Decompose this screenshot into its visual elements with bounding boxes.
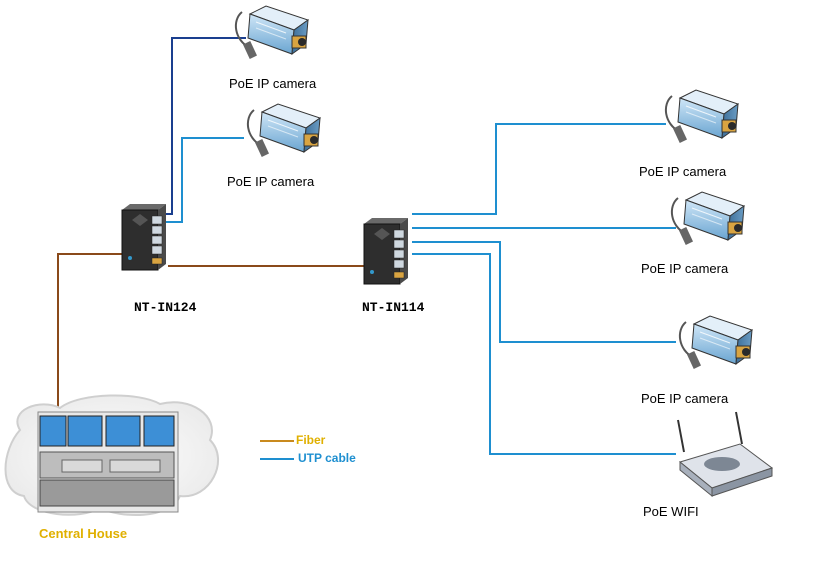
camera-label-4: PoE IP camera <box>641 261 729 276</box>
central-house-icon <box>4 394 220 517</box>
wifi-label: PoE WIFI <box>643 504 699 519</box>
camera-icon-1 <box>234 5 309 60</box>
camera-label-5: PoE IP camera <box>641 391 729 406</box>
camera-icon-3 <box>664 89 739 144</box>
utp-nt-in124-camera-2 <box>166 137 244 223</box>
camera-label-2: PoE IP camera <box>227 174 315 189</box>
switch-label-nt-in114: NT-IN114 <box>362 300 425 315</box>
nt-in114-switch-icon <box>363 217 409 285</box>
camera-label-3: PoE IP camera <box>639 164 727 179</box>
fiber-central-to-nt-in124 <box>57 253 124 408</box>
camera-label-1: PoE IP camera <box>229 76 317 91</box>
camera-icon-4 <box>670 191 745 246</box>
switch-label-nt-in124: NT-IN124 <box>134 300 197 315</box>
camera-icon-5 <box>678 315 753 370</box>
utp-nt-in114-wifi <box>412 253 676 455</box>
nt-in124-switch-icon <box>121 203 167 271</box>
legend-fiber-label: Fiber <box>296 433 326 447</box>
utp-links <box>158 37 676 455</box>
central-house-label: Central House <box>39 526 128 541</box>
camera-icon-2 <box>246 103 321 158</box>
utp-nt-in114-camera-3 <box>412 123 666 215</box>
legend-utp-label: UTP cable <box>298 451 356 465</box>
utp-nt-in114-camera-5 <box>412 241 676 343</box>
fiber-links <box>57 253 366 408</box>
wifi-router-icon <box>677 411 774 498</box>
